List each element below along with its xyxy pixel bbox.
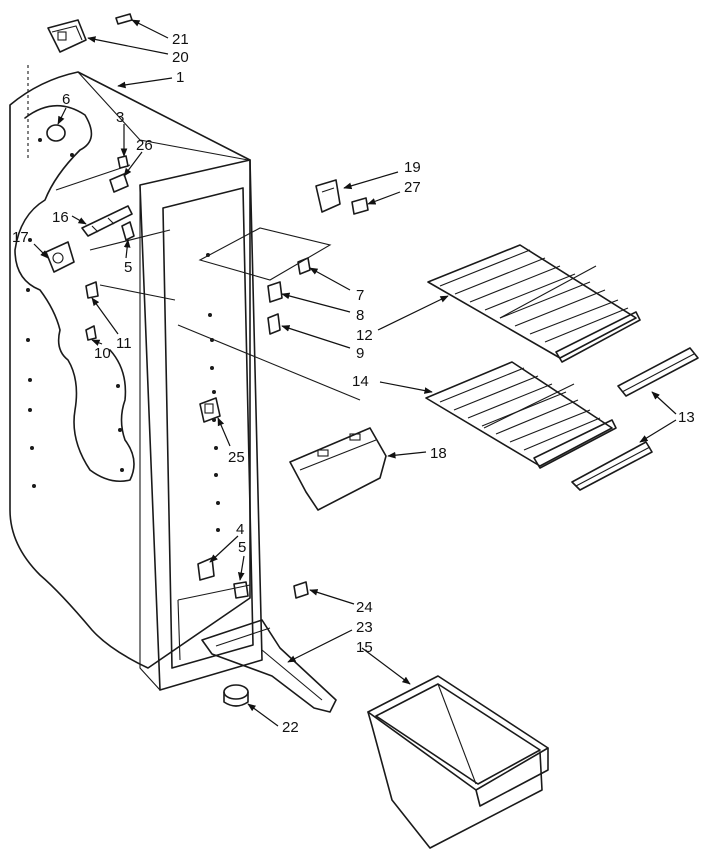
callout-15: 15 — [356, 639, 373, 656]
callout-8: 8 — [356, 307, 364, 324]
part-13-shelf-rail-lower — [571, 441, 653, 491]
part-25-light-switch — [199, 397, 221, 423]
part-5-screw-upper — [121, 221, 135, 241]
part-4-clip — [197, 557, 215, 581]
callout-6: 6 — [62, 91, 70, 108]
callout-20: 20 — [172, 49, 189, 66]
callout-21: 21 — [172, 31, 189, 48]
freezer-liner — [9, 65, 361, 691]
part-27-bulb — [351, 197, 369, 215]
part-16-thermostat-bracket — [81, 205, 133, 237]
callout-7: 7 — [356, 287, 364, 304]
part-11-screw — [85, 281, 99, 299]
part-19-light-socket — [315, 179, 341, 213]
part-12-wire-shelf — [427, 244, 641, 363]
part-8-shelf-support — [267, 281, 283, 303]
callout-22: 22 — [282, 719, 299, 736]
callout-11: 11 — [116, 335, 132, 352]
callout-16: 16 — [52, 209, 69, 226]
part-24-screw — [293, 581, 309, 599]
callout-23: 23 — [356, 619, 373, 636]
part-23-bracket — [201, 619, 337, 713]
leader-lines — [33, 19, 677, 727]
part-3-screw — [117, 155, 129, 169]
callout-13: 13 — [678, 409, 695, 426]
callout-27: 27 — [404, 179, 421, 196]
part-22-cap — [223, 684, 249, 707]
part-13-shelf-rail-upper — [617, 347, 699, 397]
part-26-bracket — [109, 173, 129, 193]
part-18-cover — [289, 427, 387, 511]
callout-17: 17 — [12, 229, 29, 246]
part-7-shelf-support — [297, 257, 311, 275]
callout-19: 19 — [404, 159, 421, 176]
part-21-screw — [115, 13, 133, 25]
callout-12: 12 — [356, 327, 373, 344]
front-frame-mounting-holes — [206, 253, 220, 532]
part-15-freezer-bin — [367, 675, 549, 849]
callout-24: 24 — [356, 599, 373, 616]
callout-14: 14 — [352, 373, 369, 390]
part-14-wire-shelf — [425, 361, 617, 469]
callout-labels: 21 20 1 6 3 26 16 17 5 11 10 19 27 7 8 1… — [12, 31, 695, 736]
callout-5-upper: 5 — [124, 259, 132, 276]
callout-10: 10 — [94, 345, 111, 362]
part-9-shelf-support — [267, 313, 281, 335]
callout-25: 25 — [228, 449, 245, 466]
side-panel-mounting-holes — [26, 138, 124, 488]
part-10-screw — [85, 325, 97, 341]
callout-26: 26 — [136, 137, 153, 154]
part-20-light-socket-housing — [47, 19, 87, 53]
part-6-plug — [46, 124, 66, 142]
part-17-thermostat — [45, 241, 75, 273]
callout-9: 9 — [356, 345, 364, 362]
part-5-screw-lower — [233, 581, 249, 599]
wiring-harness — [14, 104, 135, 483]
callout-5-lower: 5 — [238, 539, 246, 556]
callout-4: 4 — [236, 521, 244, 538]
callout-3: 3 — [116, 109, 124, 126]
callout-1: 1 — [176, 69, 184, 86]
callout-18: 18 — [430, 445, 447, 462]
